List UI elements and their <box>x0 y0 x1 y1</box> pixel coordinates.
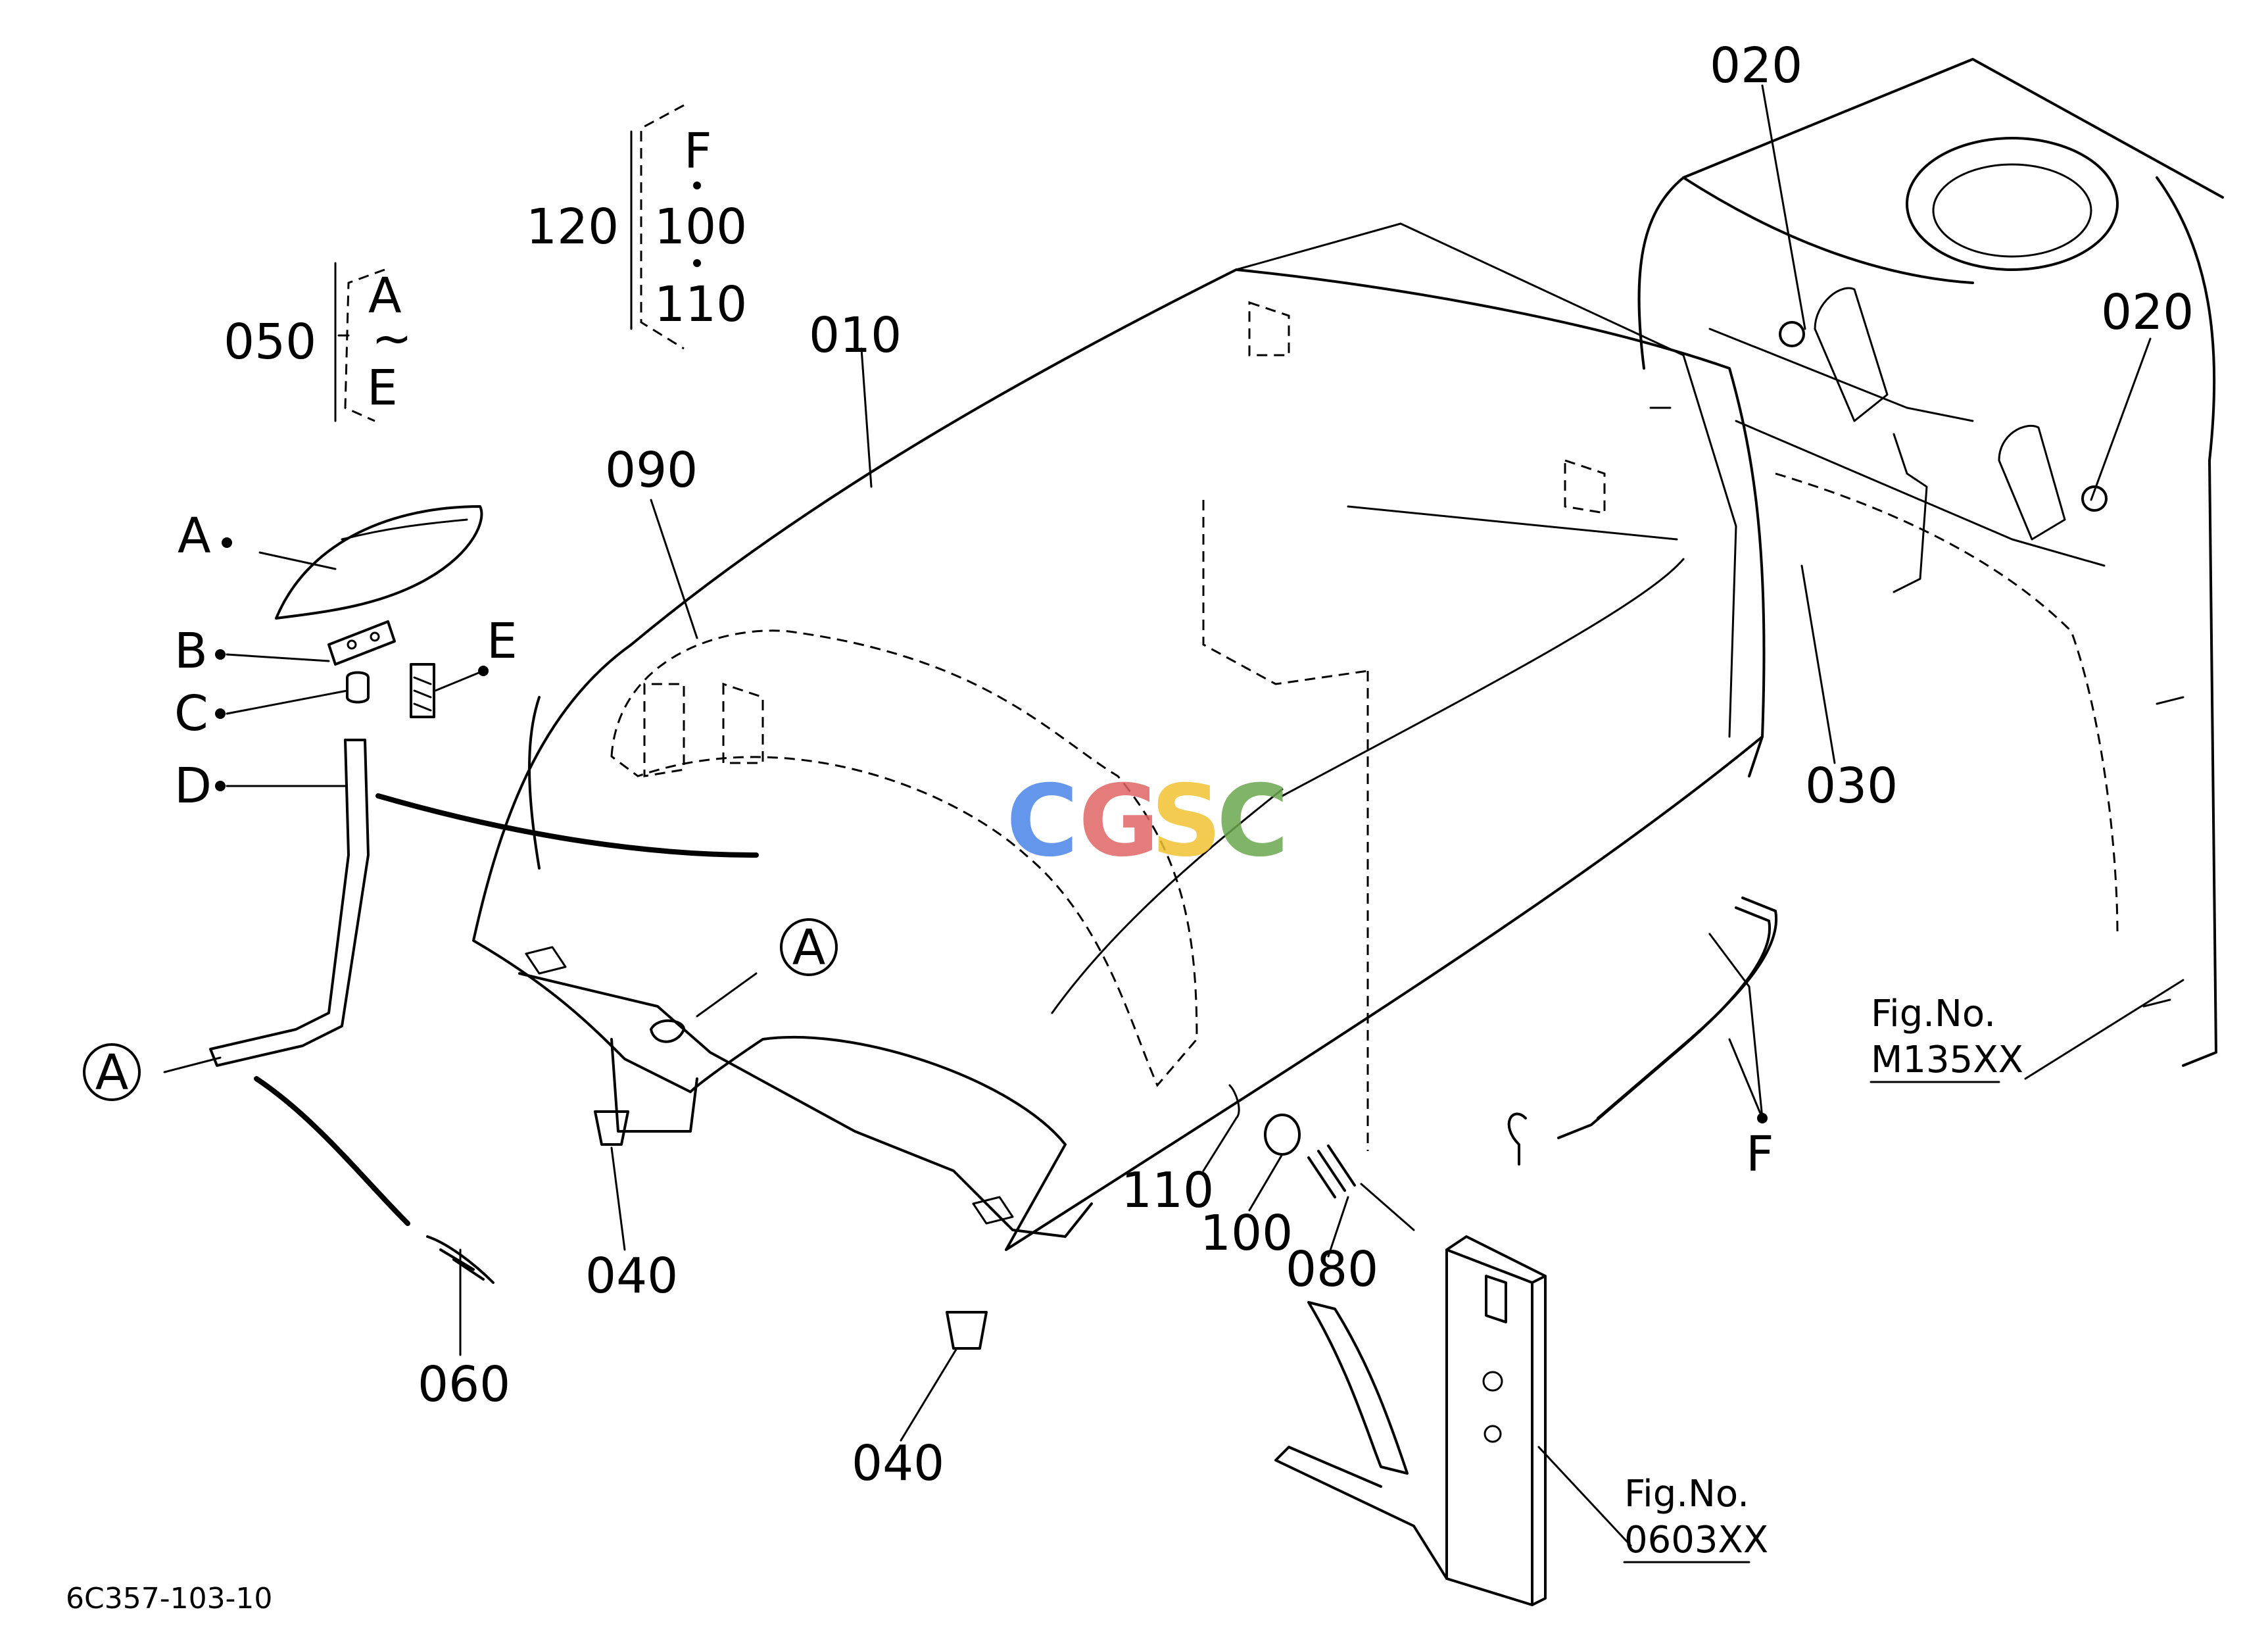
ref-circle-a1: A <box>780 918 838 976</box>
label-b: B <box>174 623 208 679</box>
rear-frame <box>1637 58 2224 1067</box>
group-050-sep: ~ <box>372 310 412 367</box>
label-c: C <box>174 685 208 742</box>
svg-text:A: A <box>95 1045 129 1101</box>
mounts-040 <box>594 1110 988 1350</box>
group-050-bottom: E <box>367 360 398 416</box>
label-110: 110 <box>1121 1162 1214 1219</box>
label-d: D <box>174 758 212 814</box>
label-120: 120 <box>526 199 619 255</box>
svg-text:M135XX: M135XX <box>1871 1039 2023 1081</box>
lock-lever <box>209 505 759 1284</box>
watermark-letter-3: S <box>1151 764 1222 879</box>
group-120-bracket: F 100 110 <box>640 104 747 350</box>
label-090: 090 <box>605 442 698 499</box>
label-020-a: 020 <box>1710 37 1802 94</box>
leader-lines <box>163 84 2184 1547</box>
group-050-top: A <box>368 268 402 324</box>
watermark-letter-1: C <box>1006 764 1078 879</box>
label-030: 030 <box>1805 758 1898 814</box>
label-050: 050 <box>224 314 316 370</box>
label-100: 100 <box>1200 1205 1293 1262</box>
label-010: 010 <box>809 307 902 364</box>
label-060: 060 <box>418 1356 510 1413</box>
label-f: F <box>1746 1126 1774 1183</box>
group-120-mid: 100 <box>654 199 747 255</box>
letter-labels: A B C D E F <box>174 508 1774 1183</box>
watermark-logo: C G S C <box>1006 764 1289 879</box>
label-080: 080 <box>1286 1241 1378 1298</box>
group-120-last: 110 <box>654 276 747 333</box>
label-e: E <box>487 613 518 670</box>
ref-circle-a2: A <box>83 1043 141 1101</box>
svg-text:Fig.No.: Fig.No. <box>1624 1473 1749 1515</box>
drawing-code: 6C357-103-10 <box>66 1582 272 1615</box>
svg-text:0603XX: 0603XX <box>1624 1519 1768 1561</box>
label-a: A <box>178 508 211 564</box>
fig-ref-m135xx: Fig.No. M135XX <box>1870 993 2023 1083</box>
part-labels: 010 020 020 030 040 040 050 060 080 090 … <box>224 37 2194 1492</box>
fig-ref-0603xx: Fig.No. 0603XX <box>1623 1473 1768 1563</box>
cover-010 <box>472 222 1766 1251</box>
label-020-b: 020 <box>2101 284 2194 341</box>
group-050-bracket: A ~ E <box>344 268 412 422</box>
watermark-letter-4: C <box>1217 764 1289 879</box>
bracket-0603 <box>1274 1235 1547 1606</box>
rod-f <box>1507 897 1778 1166</box>
svg-text:Fig.No.: Fig.No. <box>1871 993 1996 1035</box>
group-120-f: F <box>684 123 712 180</box>
label-040-b: 040 <box>852 1435 944 1492</box>
svg-text:A: A <box>792 920 826 976</box>
watermark-letter-2: G <box>1078 764 1159 879</box>
label-040-a: 040 <box>585 1248 678 1304</box>
